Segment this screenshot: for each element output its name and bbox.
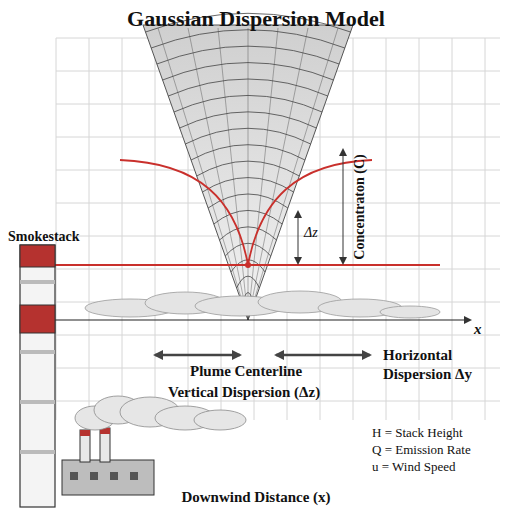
dispersion-arrow xyxy=(276,354,370,357)
plume-contours xyxy=(145,13,350,320)
legend-note: Q = Emission Rate xyxy=(372,443,471,456)
dispersion-arrow xyxy=(155,354,240,357)
concentration-curve xyxy=(120,160,372,265)
stack-label: Smokestack xyxy=(8,230,80,244)
smokestack xyxy=(20,245,55,507)
axis-label: x xyxy=(474,322,482,337)
smoke xyxy=(75,396,246,430)
dz-label: Δz xyxy=(304,226,318,240)
legend-note: u = Wind Speed xyxy=(372,460,455,473)
centerline-label: Plume Centerline xyxy=(190,364,302,379)
axis-title: Downwind Distance (x) xyxy=(0,490,512,505)
factory xyxy=(62,428,154,495)
dispersion-label: Horizontal Dispersion Δy xyxy=(383,346,508,384)
x-axis xyxy=(55,319,470,320)
centerline-point xyxy=(245,262,251,268)
dispersion-label: Vertical Dispersion (Δz) xyxy=(168,385,320,400)
diagram-title: Gaussian Dispersion Model xyxy=(0,8,512,30)
concentration-arrow xyxy=(343,150,344,263)
ground-haze xyxy=(85,291,440,318)
legend-note: H = Stack Height xyxy=(372,426,463,439)
axis-label: Concentraton (C) xyxy=(352,154,366,259)
dz-arrow xyxy=(298,212,299,263)
plume-cone xyxy=(143,25,353,320)
